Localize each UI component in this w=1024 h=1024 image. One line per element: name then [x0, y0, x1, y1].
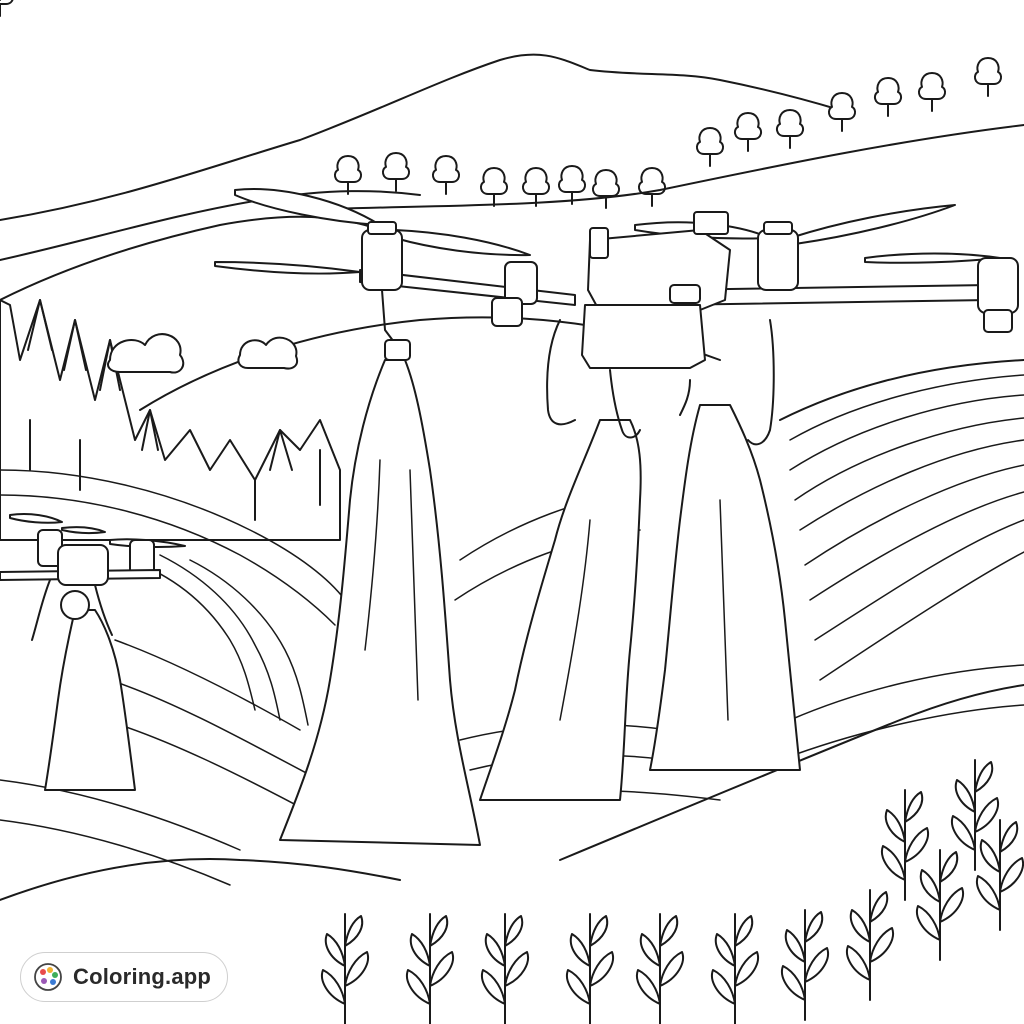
main-drone	[214, 188, 1019, 446]
rotor-blade	[214, 261, 361, 275]
rotor-blade	[394, 229, 531, 257]
spray-plume-right	[649, 404, 801, 771]
watermark-text: Coloring.app	[73, 964, 212, 989]
hill-right-big	[779, 359, 1024, 421]
hill-back-right	[299, 124, 1024, 211]
foreground-mound-right	[559, 684, 1024, 861]
rotor-blade	[9, 512, 63, 524]
palette-icon	[34, 963, 62, 991]
far-hill-line	[0, 190, 421, 261]
spray-plume-center	[479, 419, 642, 801]
bush-mid	[237, 336, 298, 370]
rotor-blade	[61, 526, 106, 535]
foreground-mound-left	[0, 858, 401, 901]
forest-left	[0, 299, 341, 541]
contour-rows-left	[0, 469, 346, 886]
distant-mountain	[0, 53, 841, 221]
coloring-app-watermark: Coloring.app	[20, 952, 229, 1002]
far-tree-row	[0, 0, 1003, 209]
bush-left	[107, 333, 185, 374]
hill-mid-left	[0, 215, 381, 301]
spray-texture	[364, 459, 729, 721]
spray-plume-small	[44, 609, 136, 791]
contour-rows-right	[789, 374, 1024, 681]
small-drone	[0, 512, 186, 641]
rotor-blade	[789, 204, 956, 245]
spray-plume-left	[279, 359, 481, 846]
